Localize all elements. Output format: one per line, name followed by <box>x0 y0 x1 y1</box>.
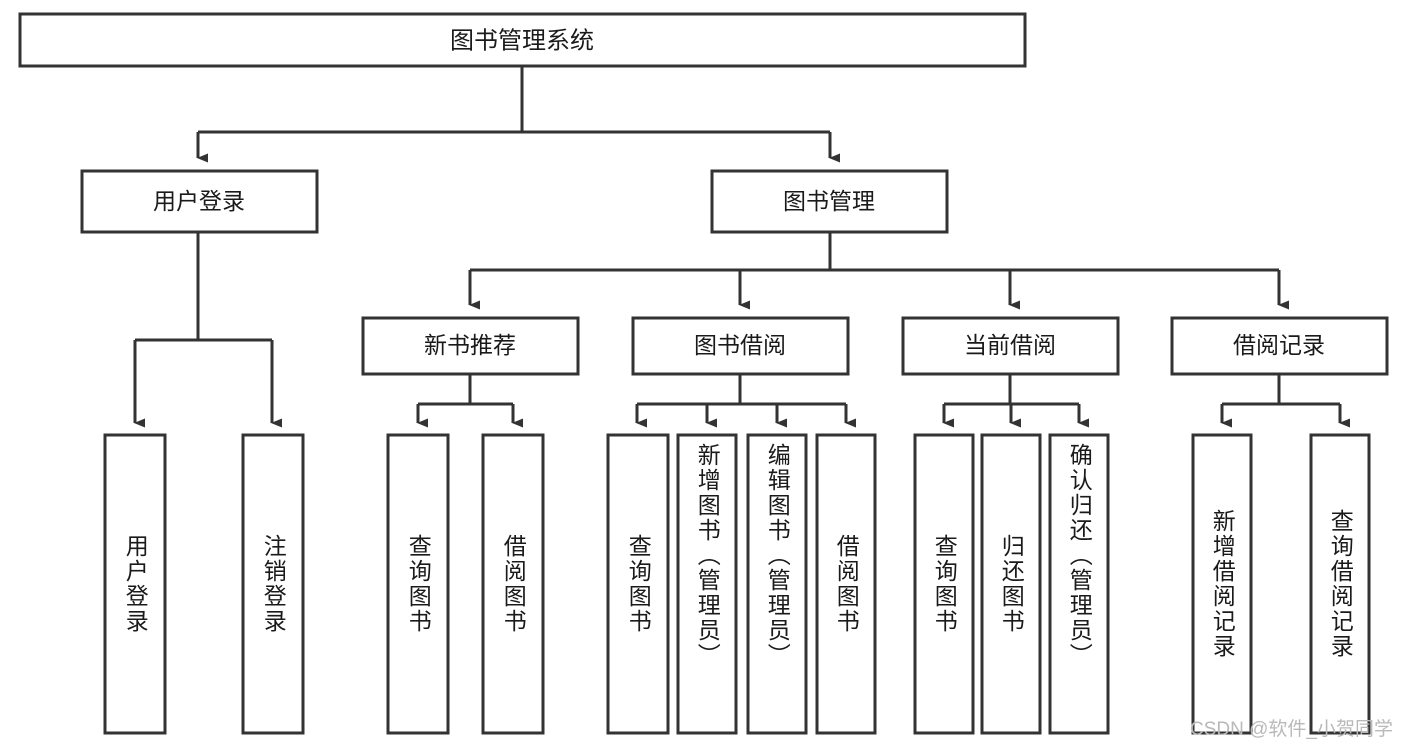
connector-userlogin-to-leaves <box>133 233 282 428</box>
node-user-login[interactable]: 用户登录 <box>80 169 319 234</box>
node-borrow-record[interactable]: 借阅记录 <box>1170 316 1389 376</box>
node-book-borrow[interactable]: 图书借阅 <box>631 316 850 376</box>
leaf-box-book-borrow-0[interactable] <box>606 433 670 735</box>
node-user-login-label: 用户登录 <box>153 188 245 214</box>
leaf-box-new-book-1[interactable] <box>481 433 545 735</box>
connector-newbook-to-leaves <box>416 375 523 428</box>
connector-bookborrow-to-leaves <box>635 375 856 428</box>
node-current-borrow-label: 当前借阅 <box>964 332 1056 358</box>
node-new-book-recommend-label: 新书推荐 <box>424 332 516 358</box>
connector-currentborrow-to-leaves <box>942 375 1089 428</box>
node-borrow-record-label: 借阅记录 <box>1233 332 1325 358</box>
node-book-management-label: 图书管理 <box>783 188 875 214</box>
leaf-box-current-borrow-0[interactable] <box>913 433 975 735</box>
leaf-box-user-login-1[interactable] <box>241 433 305 735</box>
node-current-borrow[interactable]: 当前借阅 <box>901 316 1120 376</box>
leaf-box-current-borrow-1[interactable] <box>980 433 1042 735</box>
leaf-box-current-borrow-2[interactable] <box>1048 433 1110 735</box>
node-new-book-recommend[interactable]: 新书推荐 <box>361 316 580 376</box>
connector-bookmgmt-to-level3 <box>468 233 1289 310</box>
node-book-management[interactable]: 图书管理 <box>710 169 949 234</box>
connector-root-to-level2 <box>196 67 840 163</box>
leaf-box-borrow-record-0[interactable] <box>1191 433 1253 735</box>
leaf-box-new-book-0[interactable] <box>386 433 450 735</box>
leaf-box-book-borrow-1[interactable] <box>676 433 738 735</box>
node-book-borrow-label: 图书借阅 <box>694 332 786 358</box>
node-root-label: 图书管理系统 <box>450 27 594 54</box>
node-root-system[interactable]: 图书管理系统 <box>18 12 1027 68</box>
leaf-box-user-login-0[interactable] <box>103 433 167 735</box>
leaf-box-book-borrow-3[interactable] <box>815 433 877 735</box>
leaf-box-borrow-record-1[interactable] <box>1309 433 1371 735</box>
leaf-box-book-borrow-2[interactable] <box>746 433 808 735</box>
connector-borrowrecord-to-leaves <box>1220 375 1350 428</box>
